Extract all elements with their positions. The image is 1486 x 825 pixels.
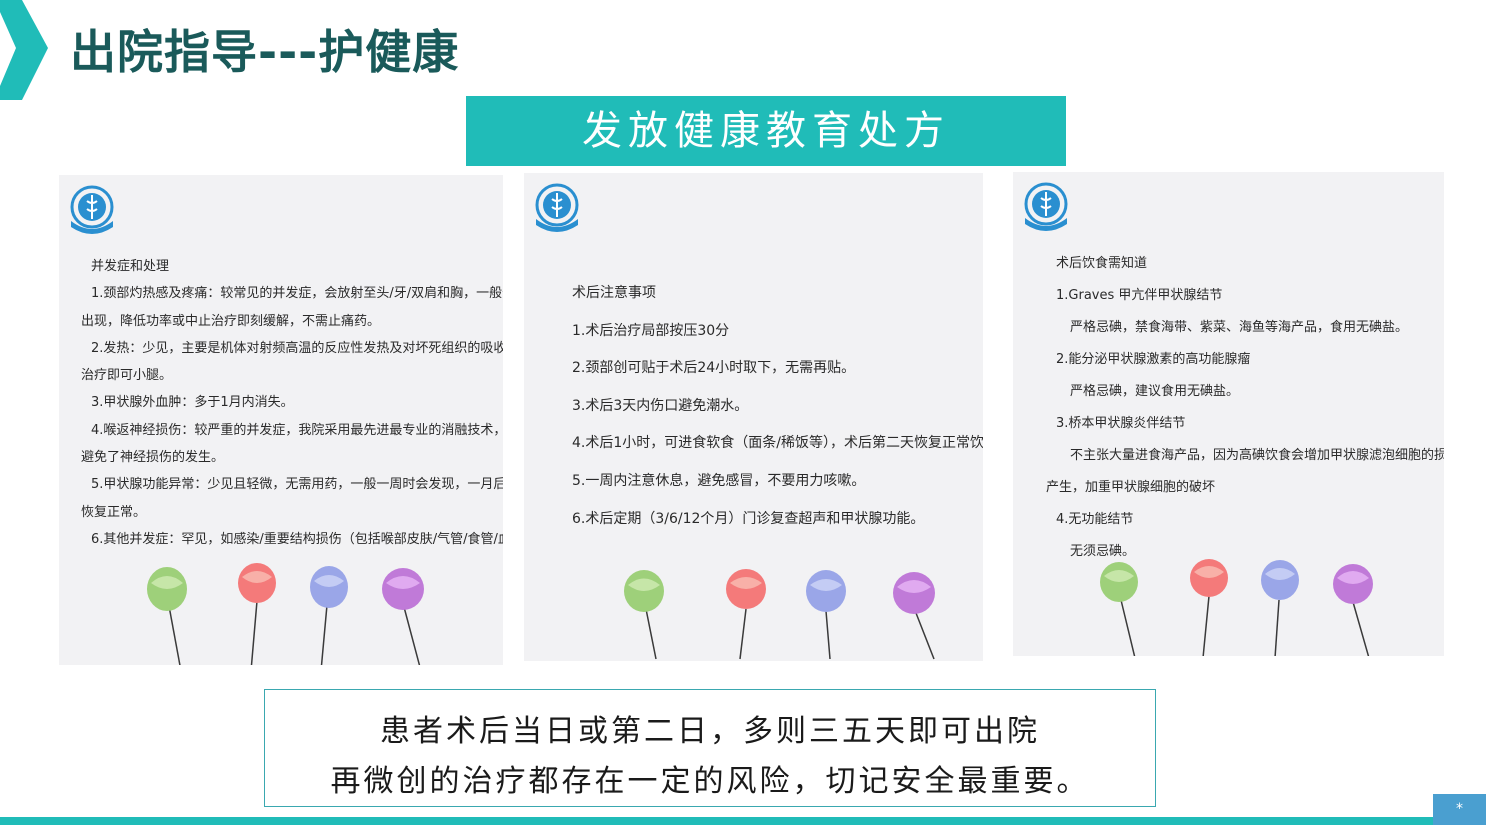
page-number-badge: * bbox=[1433, 794, 1486, 825]
card-line: 产生，加重甲状腺细胞的破坏 bbox=[1046, 480, 1216, 495]
card-line: 3.术后3天内伤口避免潮水。 bbox=[572, 397, 749, 414]
chevron-arrow-icon bbox=[0, 0, 48, 100]
card-line: 4.术后1小时，可进食软食（面条/稀饭等），术后第二天恢复正常饮食。 bbox=[572, 435, 983, 452]
card-line: 2.颈部创可贴于术后24小时取下，无需再贴。 bbox=[572, 360, 856, 377]
card-line: 4.喉返神经损伤：较严重的并发症，我院采用最先进最专业的消融技术，最大程度 bbox=[91, 422, 503, 438]
banner-title: 发放健康教育处方 bbox=[466, 96, 1066, 166]
card-line: 5.一周内注意休息，避免感冒，不要用力咳嗽。 bbox=[572, 472, 866, 489]
card-line: 5.甲状腺功能异常：少见且轻微，无需用药，一般一周时会发现，一月后检查即可 bbox=[91, 477, 503, 493]
card-line: 2.发热：少见，主要是机体对射频高温的反应性发热及对坏死组织的吸收热，对症 bbox=[91, 340, 503, 356]
card-diet-notes: 术后饮食需知道 1.Graves 甲亢伴甲状腺结节 严格忌碘，禁食海带、紫菜、海… bbox=[1013, 172, 1444, 656]
hospital-logo-icon bbox=[535, 183, 579, 232]
footer-line-2: 再微创的治疗都存在一定的风险，切记安全最重要。 bbox=[330, 764, 1090, 799]
card-line: 恢复正常。 bbox=[81, 504, 147, 520]
card-line: 避免了神经损伤的发生。 bbox=[81, 450, 225, 466]
card-line: 6.其他并发症：罕见，如感染/重要结构损伤（包括喉部皮肤/气管/食管/血管等）。 bbox=[91, 531, 503, 547]
card-complications: 并发症和处理 1.颈部灼热感及疼痛：较常见的并发症，会放射至头/牙/双肩和胸，一… bbox=[59, 175, 503, 665]
roses-decoration bbox=[147, 563, 424, 665]
card-line: 6.术后定期（3/6/12个月）门诊复查超声和甲状腺功能。 bbox=[572, 510, 925, 527]
roses-decoration bbox=[624, 569, 935, 660]
card-line: 严格忌碘，建议食用无碘盐。 bbox=[1070, 384, 1240, 399]
card-line: 严格忌碘，禁食海带、紫菜、海鱼等海产品，食用无碘盐。 bbox=[1070, 320, 1409, 335]
card-heading: 并发症和处理 bbox=[91, 259, 170, 274]
card-heading: 术后注意事项 bbox=[572, 285, 656, 301]
card-post-op-notes: 术后注意事项 1.术后治疗局部按压30分 2.颈部创可贴于术后24小时取下，无需… bbox=[524, 173, 983, 661]
card-line: 1.术后治疗局部按压30分 bbox=[572, 322, 730, 339]
page-title: 出院指导---护健康 bbox=[70, 25, 460, 79]
card-line: 4.无功能结节 bbox=[1056, 512, 1134, 527]
card-line: 1.颈部灼热感及疼痛：较常见的并发症，会放射至头/牙/双肩和胸，一般于手术中 bbox=[91, 286, 503, 302]
roses-decoration bbox=[1100, 559, 1373, 656]
card-line: 3.甲状腺外血肿：多于1月内消失。 bbox=[91, 395, 294, 411]
card-line: 无须忌碘。 bbox=[1070, 544, 1136, 559]
bottom-accent-bar bbox=[0, 817, 1486, 825]
card-line: 不主张大量进食海产品，因为高碘饮食会增加甲状腺滤泡细胞的损伤及抗体 bbox=[1070, 448, 1444, 463]
hospital-logo-icon bbox=[1024, 182, 1068, 231]
card-line: 3.桥本甲状腺炎伴结节 bbox=[1056, 416, 1186, 431]
card-line: 治疗即可小腿。 bbox=[81, 368, 173, 384]
card-line: 2.能分泌甲状腺激素的高功能腺瘤 bbox=[1056, 352, 1251, 367]
card-heading: 术后饮食需知道 bbox=[1056, 256, 1148, 271]
footer-line-1: 患者术后当日或第二日，多则三五天即可出院 bbox=[380, 714, 1040, 749]
footer-note-box: 患者术后当日或第二日，多则三五天即可出院 再微创的治疗都存在一定的风险，切记安全… bbox=[264, 689, 1156, 807]
hospital-logo-icon bbox=[70, 185, 114, 234]
card-line: 1.Graves 甲亢伴甲状腺结节 bbox=[1056, 288, 1223, 303]
card-line: 出现，降低功率或中止治疗即刻缓解，不需止痛药。 bbox=[81, 313, 381, 329]
